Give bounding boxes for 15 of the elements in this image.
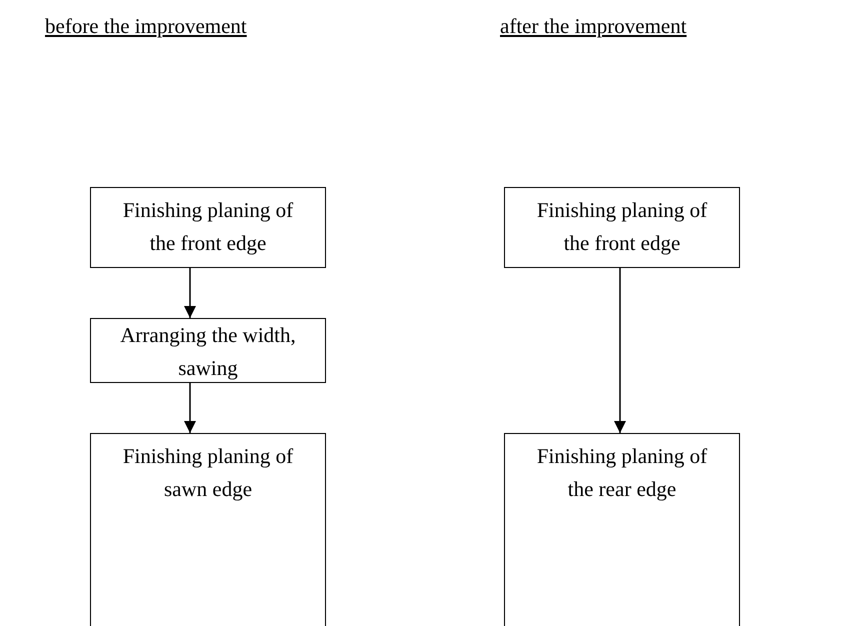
process-box bbox=[504, 433, 740, 626]
arrow bbox=[184, 268, 196, 318]
step-text: Arranging the width, sawing bbox=[119, 322, 297, 382]
step-text: Finishing planing of the front edge bbox=[122, 197, 294, 257]
process-box bbox=[90, 433, 326, 626]
process-box bbox=[90, 318, 326, 383]
step-text: Finishing planing of sawn edge bbox=[122, 443, 294, 503]
step-text: Finishing planing of the rear edge bbox=[536, 443, 708, 503]
arrow bbox=[614, 268, 626, 433]
step-text: Finishing planing of the front edge bbox=[536, 197, 708, 257]
process-box bbox=[504, 187, 740, 268]
heading: before the improvement bbox=[45, 14, 247, 39]
arrow bbox=[184, 383, 196, 433]
heading: after the improvement bbox=[500, 14, 687, 39]
process-box bbox=[90, 187, 326, 268]
